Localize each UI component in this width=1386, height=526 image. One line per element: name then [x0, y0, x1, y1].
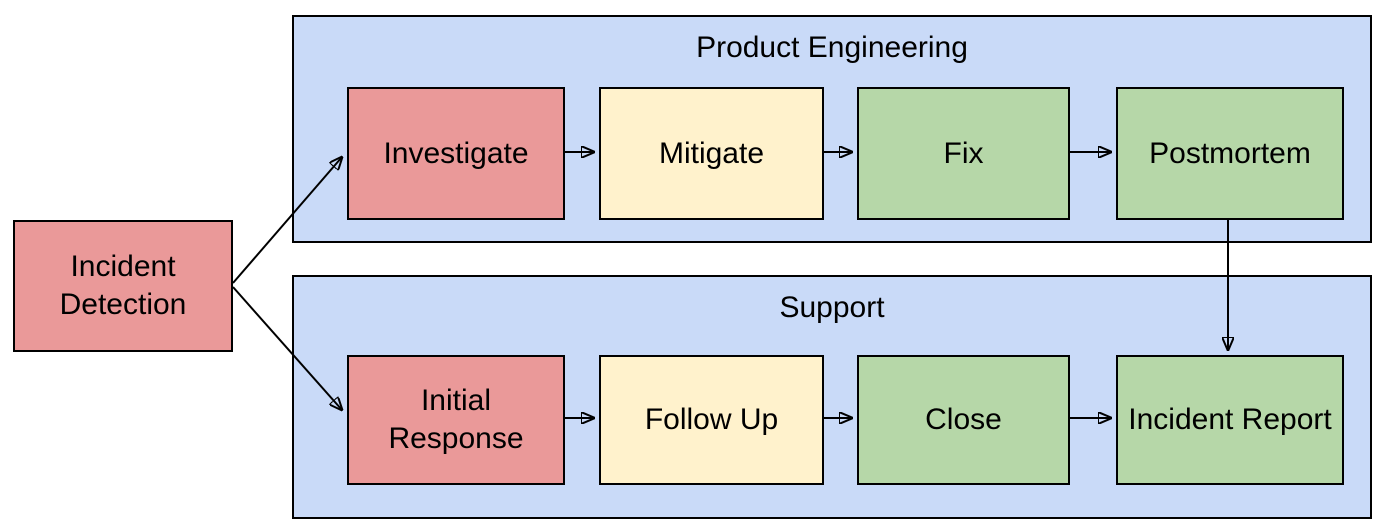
node-label: Follow Up [644, 403, 779, 436]
lane-title-support: Support [779, 291, 885, 324]
node-fix: Fix [857, 87, 1070, 220]
node-initial-response: Initial Response [347, 355, 565, 485]
node-follow-up: Follow Up [599, 355, 824, 485]
node-label: Initial Response [388, 384, 524, 455]
node-label: Incident Detection [59, 250, 187, 321]
node-postmortem: Postmortem [1116, 87, 1344, 220]
node-label: Incident Report [1128, 403, 1332, 436]
node-close: Close [857, 355, 1070, 485]
node-incident-report: Incident Report [1116, 355, 1344, 485]
node-mitigate: Mitigate [599, 87, 824, 220]
lane-support: Support Initial Response Follow Up Close… [292, 275, 1372, 519]
node-label: Postmortem [1149, 136, 1311, 170]
node-investigate: Investigate [347, 87, 565, 220]
lane-product-engineering: Product Engineering Investigate Mitigate… [292, 15, 1372, 243]
node-label: Fix [943, 136, 984, 170]
node-label: Mitigate [658, 136, 765, 170]
node-label: Close [925, 403, 1002, 436]
node-label: Investigate [383, 136, 529, 170]
node-incident-detection: Incident Detection [13, 220, 233, 352]
lane-title-product-engineering: Product Engineering [696, 31, 968, 64]
